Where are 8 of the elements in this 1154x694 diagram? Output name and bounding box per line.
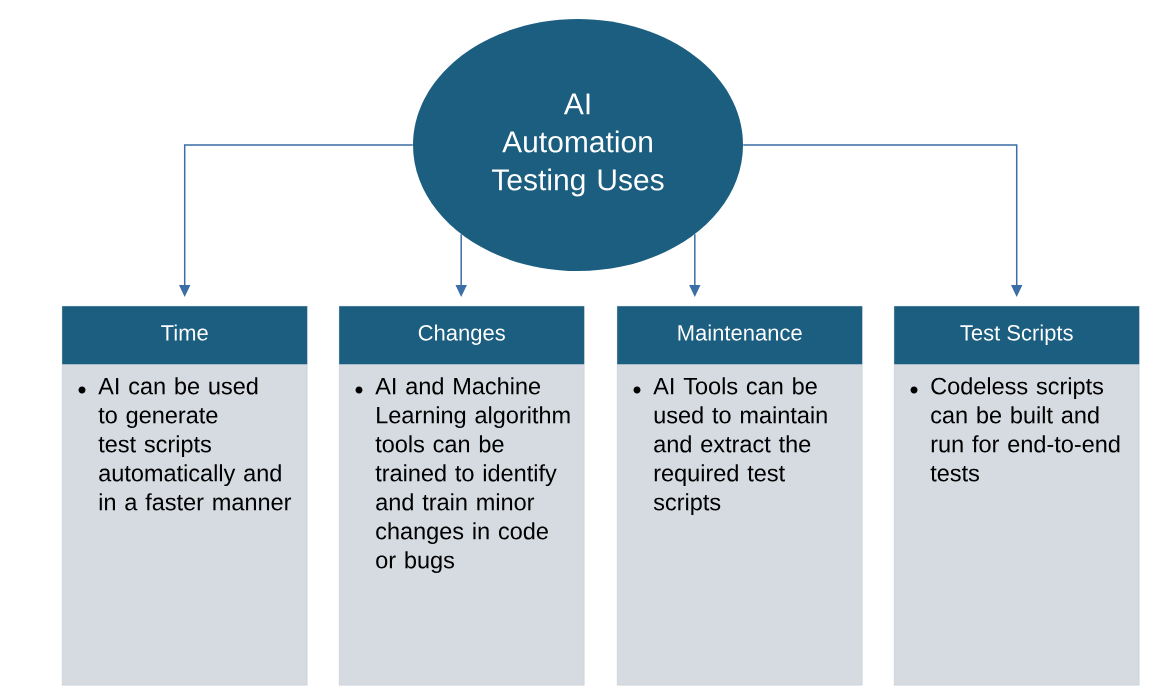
header-band: Changes: [339, 306, 585, 365]
header-band: Test Scripts: [894, 306, 1140, 365]
header-band: Time: [62, 306, 308, 365]
bullet-text: AI Tools can be used to maintain and extract the required test scripts: [653, 377, 827, 516]
bullet-text: Codeless scripts can be built and run for end-to-end tests: [930, 377, 1120, 482]
bullet-text: AI and Machine Learning algorithm tools can be trained to identify and train minor changes in code or bugs: [375, 377, 570, 574]
header-band: Maintenance: [617, 306, 863, 365]
bullet-text: AI can be used to generate test scripts automatically and in a faster manner: [98, 377, 292, 511]
